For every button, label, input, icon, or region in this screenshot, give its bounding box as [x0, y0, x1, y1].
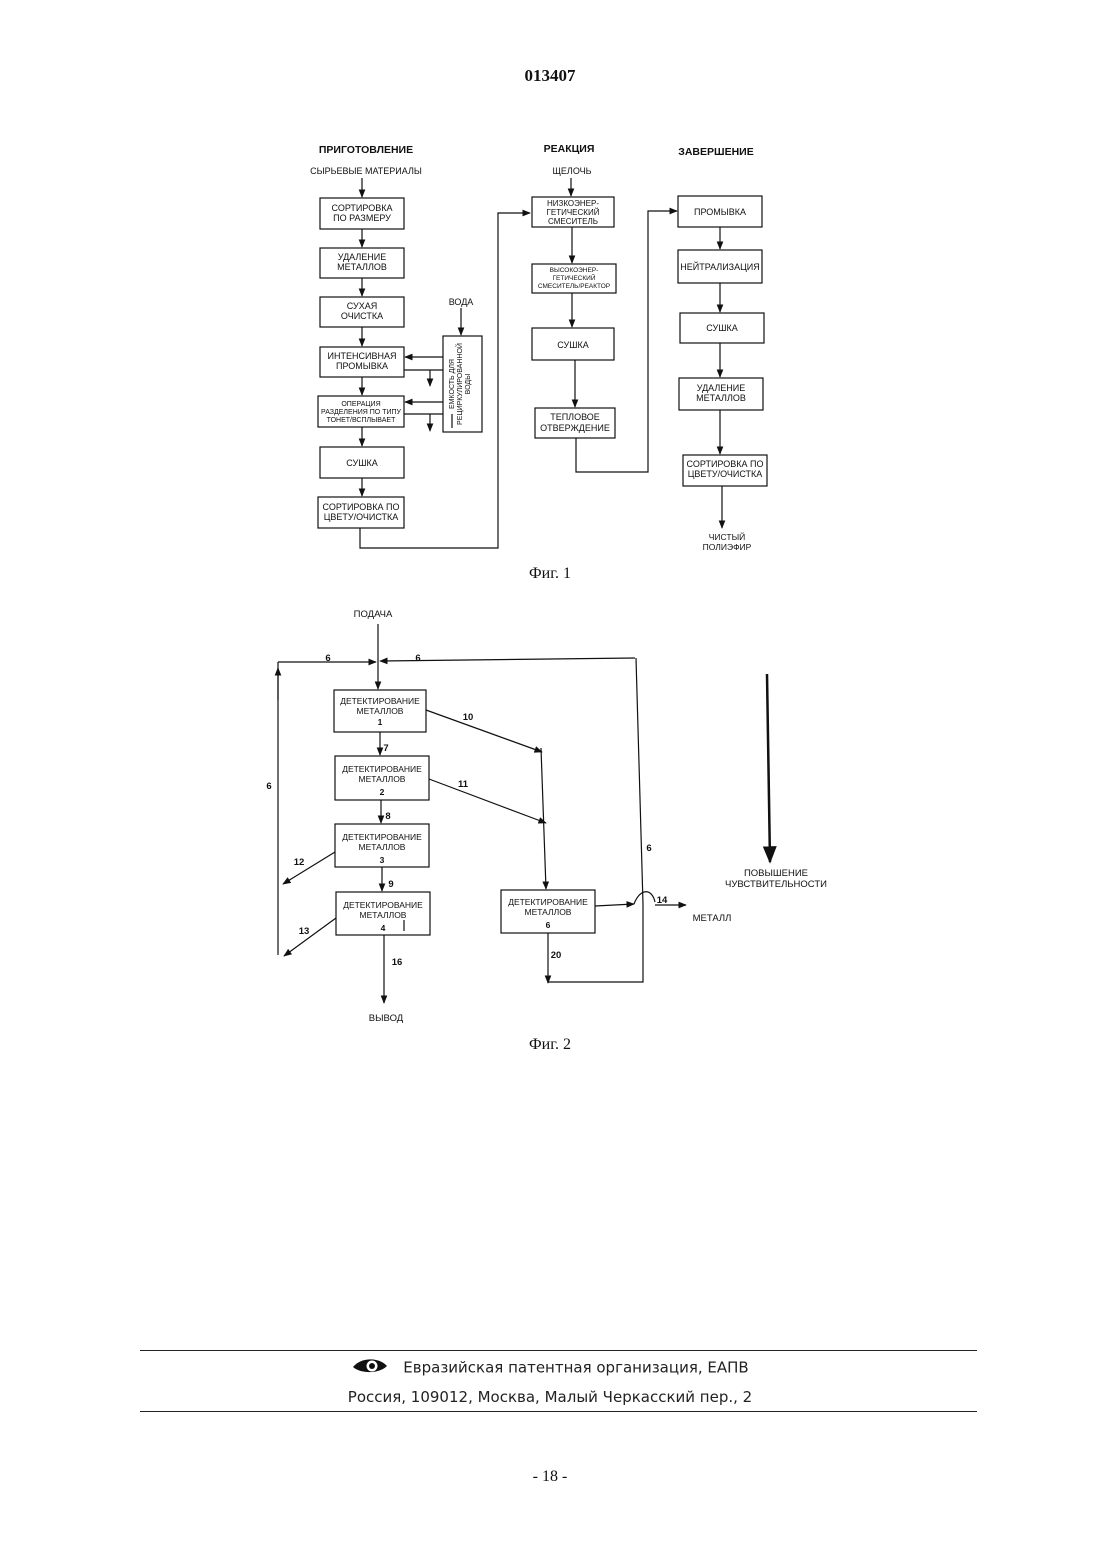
- flow-label-right: 6: [646, 843, 651, 854]
- fig2-metal-label: МЕТАЛЛ: [693, 913, 732, 924]
- flow-label-7: 7: [383, 743, 388, 754]
- fig2-feed-label: ПОДАЧА: [354, 609, 393, 620]
- detector-1: ДЕТЕКТИРОВАНИЕМЕТАЛЛОВ1: [340, 696, 420, 727]
- footer-top-rule: [140, 1350, 977, 1351]
- eapo-eye-logo-icon: [351, 1356, 389, 1380]
- flow-label-12: 12: [294, 857, 305, 868]
- flow-label-left: 6: [266, 781, 271, 792]
- footer-org-name: Евразийская патентная организация, ЕАПВ: [403, 1359, 748, 1377]
- flow-label-11: 11: [458, 779, 469, 790]
- flow-label-14: 14: [657, 895, 668, 906]
- flow-label-top-left: 6: [325, 653, 330, 664]
- footer-address: Россия, 109012, Москва, Малый Черкасский…: [0, 1388, 1100, 1406]
- detector-6: ДЕТЕКТИРОВАНИЕМЕТАЛЛОВ6: [508, 897, 588, 930]
- figure-2-caption: Фиг. 2: [0, 1036, 1100, 1054]
- fig2-sensitivity-label: ПОВЫШЕНИЕЧУВСТВИТЕЛЬНОСТИ: [725, 868, 827, 890]
- flow-label-20: 20: [551, 950, 562, 961]
- flow-label-9: 9: [388, 879, 393, 890]
- detector-4: ДЕТЕКТИРОВАНИЕМЕТАЛЛОВ4: [343, 900, 423, 933]
- flow-label-8: 8: [385, 811, 390, 822]
- detector-3: ДЕТЕКТИРОВАНИЕМЕТАЛЛОВ3: [342, 832, 422, 865]
- flow-label-16: 16: [392, 957, 403, 968]
- fig2-output-label: ВЫВОД: [369, 1013, 404, 1024]
- detector-2: ДЕТЕКТИРОВАНИЕМЕТАЛЛОВ2: [342, 764, 422, 797]
- figure-2-flowchart: ПОДАЧА ВЫВОД МЕТАЛЛ ПОВЫШЕНИЕЧУВСТВИТЕЛЬ…: [0, 0, 1100, 1040]
- flow-label-13: 13: [299, 926, 310, 937]
- flow-label-10: 10: [463, 712, 474, 723]
- flow-label-top-right: 6: [415, 653, 420, 664]
- footer-org-line: Евразийская патентная организация, ЕАПВ: [0, 1356, 1100, 1380]
- footer-bottom-rule: [140, 1411, 977, 1412]
- page-number: - 18 -: [0, 1468, 1100, 1486]
